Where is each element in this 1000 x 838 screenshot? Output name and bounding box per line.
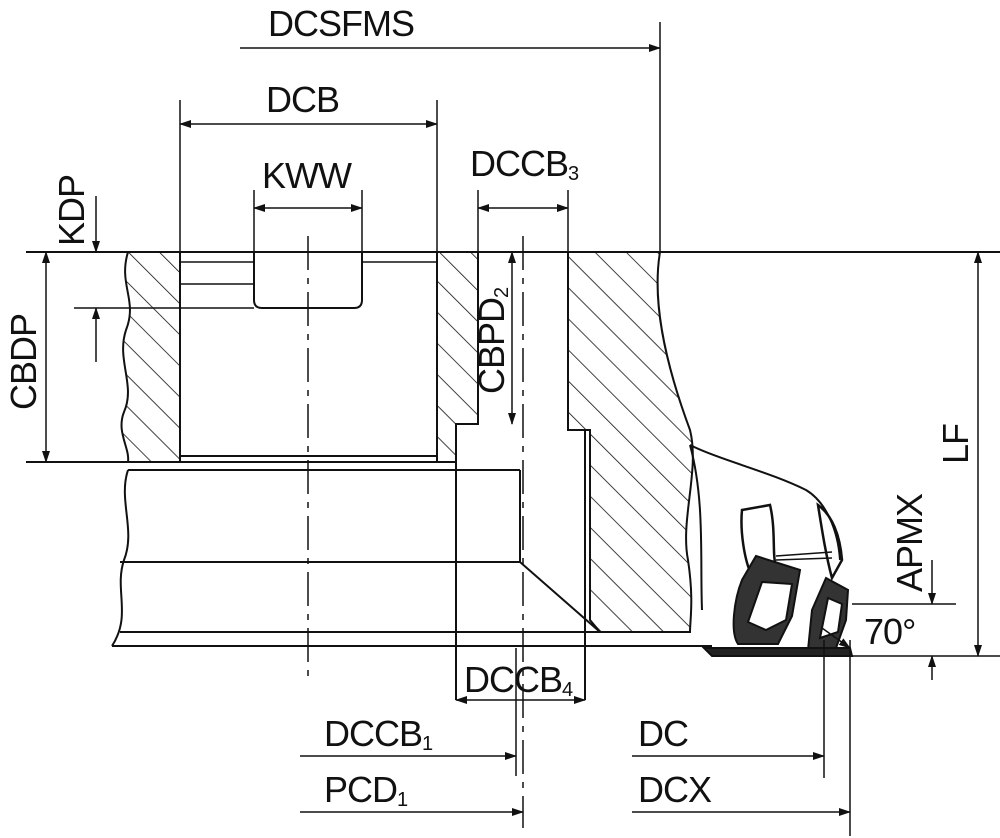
dim-dcx: DCX: [632, 640, 851, 836]
dim-dccb3: DCCB3: [470, 143, 580, 252]
label-kww: KWW: [262, 155, 352, 196]
label-kdp: KDP: [51, 175, 92, 246]
label-apmx: APMX: [889, 493, 930, 592]
dim-dccb1: DCCB1: [300, 648, 517, 776]
cutter-body: [26, 251, 1000, 700]
right-body-section: [567, 251, 694, 633]
label-pcd1: PCD1: [324, 769, 408, 811]
label-dcsfms: DCSFMS: [268, 3, 414, 44]
dim-dcsfms: DCSFMS: [240, 3, 661, 252]
dim-lf: LF: [846, 251, 1000, 657]
label-dcb: DCB: [266, 79, 339, 120]
dim-apmx: APMX: [852, 493, 956, 680]
dim-angle: 70°: [821, 611, 916, 652]
dim-cbdp: CBDP: [3, 251, 50, 463]
label-dccb4: DCCB4: [464, 659, 573, 701]
dim-dccb4: DCCB4: [455, 659, 586, 704]
insert-left-face: [746, 580, 794, 632]
left-wall-section: [120, 251, 181, 463]
dim-kdp: KDP: [51, 175, 254, 362]
dim-dcb: DCB: [179, 79, 438, 252]
dim-kww: KWW: [253, 155, 363, 252]
dim-dc: DC: [632, 640, 825, 778]
label-cbpd2: CBPD2: [471, 287, 513, 394]
label-dc: DC: [638, 713, 688, 754]
dim-cbpd2: CBPD2: [471, 251, 516, 425]
label-cbdp: CBDP: [3, 314, 44, 410]
label-dccb1: DCCB1: [324, 713, 433, 755]
label-dcx: DCX: [638, 769, 712, 810]
label-dccb3: DCCB3: [470, 143, 579, 185]
label-lf: LF: [935, 424, 976, 464]
label-angle: 70°: [864, 611, 915, 652]
dim-pcd1: PCD1: [300, 769, 524, 816]
